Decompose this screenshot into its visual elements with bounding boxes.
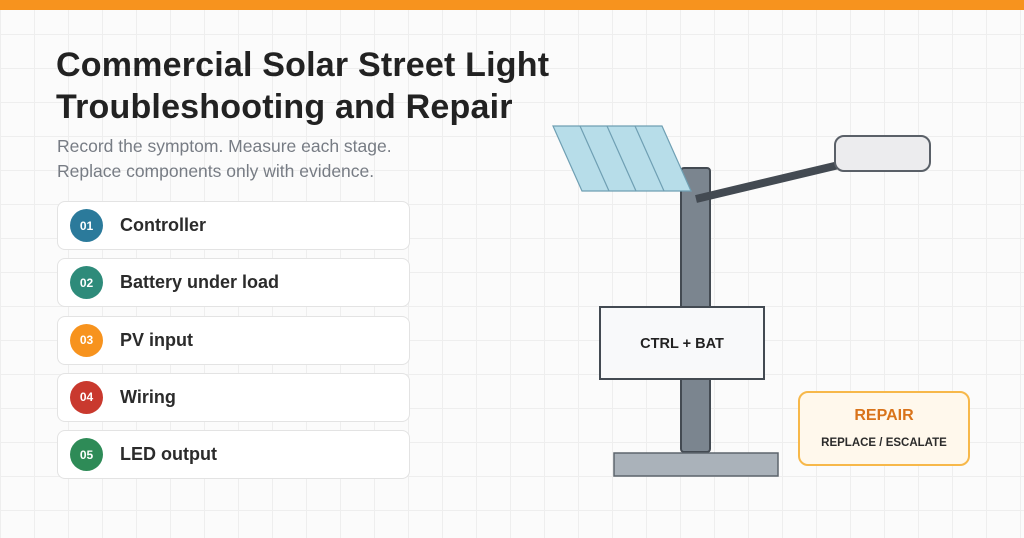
step-number-badge: 01	[70, 209, 103, 242]
step-number-badge: 02	[70, 266, 103, 300]
step-label: Controller	[120, 215, 207, 235]
step-item-controller: 01 Controller	[57, 201, 410, 250]
step-item-pv-input: 03 PV input	[57, 315, 410, 365]
solar-cell-divider	[634, 125, 665, 192]
step-list: 01 Controller 02 Battery under load 03 P…	[57, 201, 410, 487]
title-line-1: Commercial Solar Street Light	[56, 46, 550, 84]
page-subtitle: Record the symptom. Measure each stage. …	[57, 134, 392, 184]
led-lamp-head	[834, 135, 931, 172]
ctrl-bat-box	[599, 306, 765, 380]
step-item-wiring: 04 Wiring	[57, 372, 410, 422]
solar-cell-divider	[606, 125, 637, 192]
step-number-badge: 03	[70, 323, 103, 357]
repair-subtitle: REPLACE / ESCALATE	[821, 437, 947, 449]
step-item-led-output: 05 LED output	[57, 430, 410, 480]
solar-cell-divider	[579, 125, 610, 192]
repair-box	[798, 391, 970, 466]
title-line-2: Troubleshooting and Repair	[56, 88, 513, 126]
step-label: Wiring	[120, 386, 176, 407]
repair-title: REPAIR	[854, 407, 914, 424]
solar-panel	[552, 125, 692, 192]
step-label: PV input	[120, 329, 193, 350]
top-accent-bar	[0, 0, 1024, 10]
page-title: Commercial Solar Street Light Troublesho…	[56, 44, 549, 128]
step-number-badge: 04	[70, 380, 103, 414]
ctrl-bat-label: CTRL + BAT	[640, 336, 724, 352]
step-item-battery-under-load: 02 Battery under load	[57, 258, 410, 308]
lamp-arm	[695, 160, 844, 203]
subtitle-line-2: Replace components only with evidence.	[57, 161, 375, 181]
subtitle-line-1: Record the symptom. Measure each stage.	[57, 136, 392, 156]
step-number-badge: 05	[70, 438, 103, 472]
step-label: LED output	[120, 444, 217, 465]
step-label: Battery under load	[120, 272, 280, 293]
pole-base-plate	[613, 452, 779, 477]
